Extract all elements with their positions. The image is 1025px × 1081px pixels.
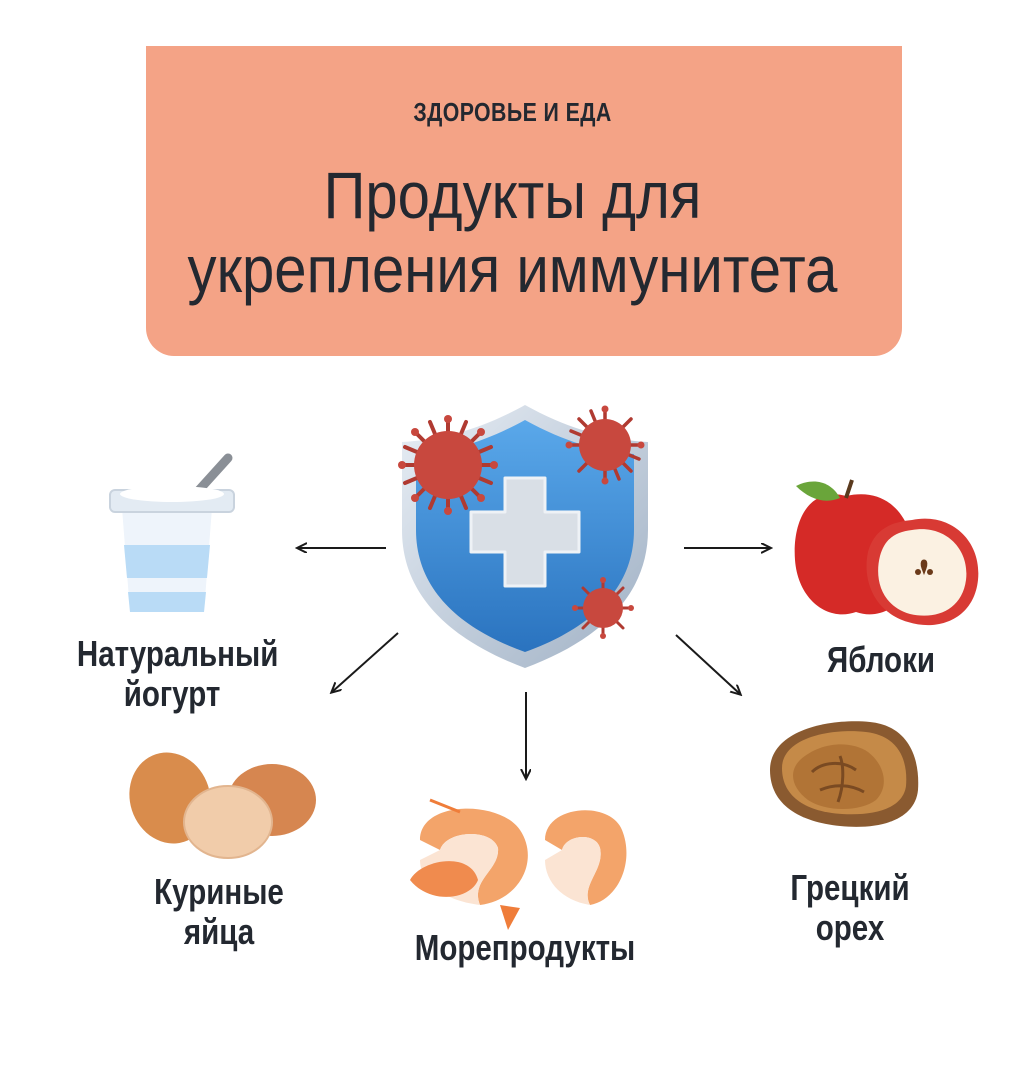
label-walnut-line-2: орех bbox=[815, 907, 885, 948]
label-eggs: Куриные яйца bbox=[149, 872, 288, 952]
virus-icon bbox=[398, 415, 498, 515]
shrimp-icon bbox=[410, 798, 627, 930]
label-apples-line-1: Яблоки bbox=[826, 639, 936, 680]
label-eggs-line-1: Куриные bbox=[154, 871, 284, 912]
page-title: Продукты для укрепления иммунитета bbox=[62, 158, 964, 306]
apple-icon bbox=[794, 479, 979, 626]
title-line-1: Продукты для bbox=[323, 158, 702, 232]
virus-icon bbox=[572, 577, 634, 639]
label-yogurt: Натуральный йогурт bbox=[76, 633, 279, 714]
label-seafood: Морепродукты bbox=[406, 928, 644, 968]
virus-icon bbox=[565, 405, 645, 485]
header-kicker: ЗДОРОВЬЕ И ЕДА bbox=[413, 97, 612, 127]
arrow-to-eggs bbox=[332, 632, 399, 692]
arrows bbox=[298, 548, 770, 778]
label-yogurt-line-2: йогурт bbox=[123, 673, 221, 714]
label-walnut: Грецкий орех bbox=[776, 868, 924, 948]
label-yogurt-line-1: Натуральный bbox=[76, 633, 279, 674]
eggs-icon bbox=[129, 752, 316, 859]
label-seafood-line-1: Морепродукты bbox=[414, 927, 636, 968]
label-eggs-line-2: яйца bbox=[183, 911, 255, 952]
label-apples: Яблоки bbox=[820, 640, 943, 680]
arrow-to-walnut bbox=[675, 634, 740, 694]
title-line-2: укрепления иммунитета bbox=[187, 232, 838, 306]
walnut-icon bbox=[770, 721, 919, 827]
yogurt-cup-icon bbox=[109, 453, 235, 612]
label-walnut-line-1: Грецкий bbox=[790, 867, 910, 908]
header-banner bbox=[146, 46, 902, 356]
